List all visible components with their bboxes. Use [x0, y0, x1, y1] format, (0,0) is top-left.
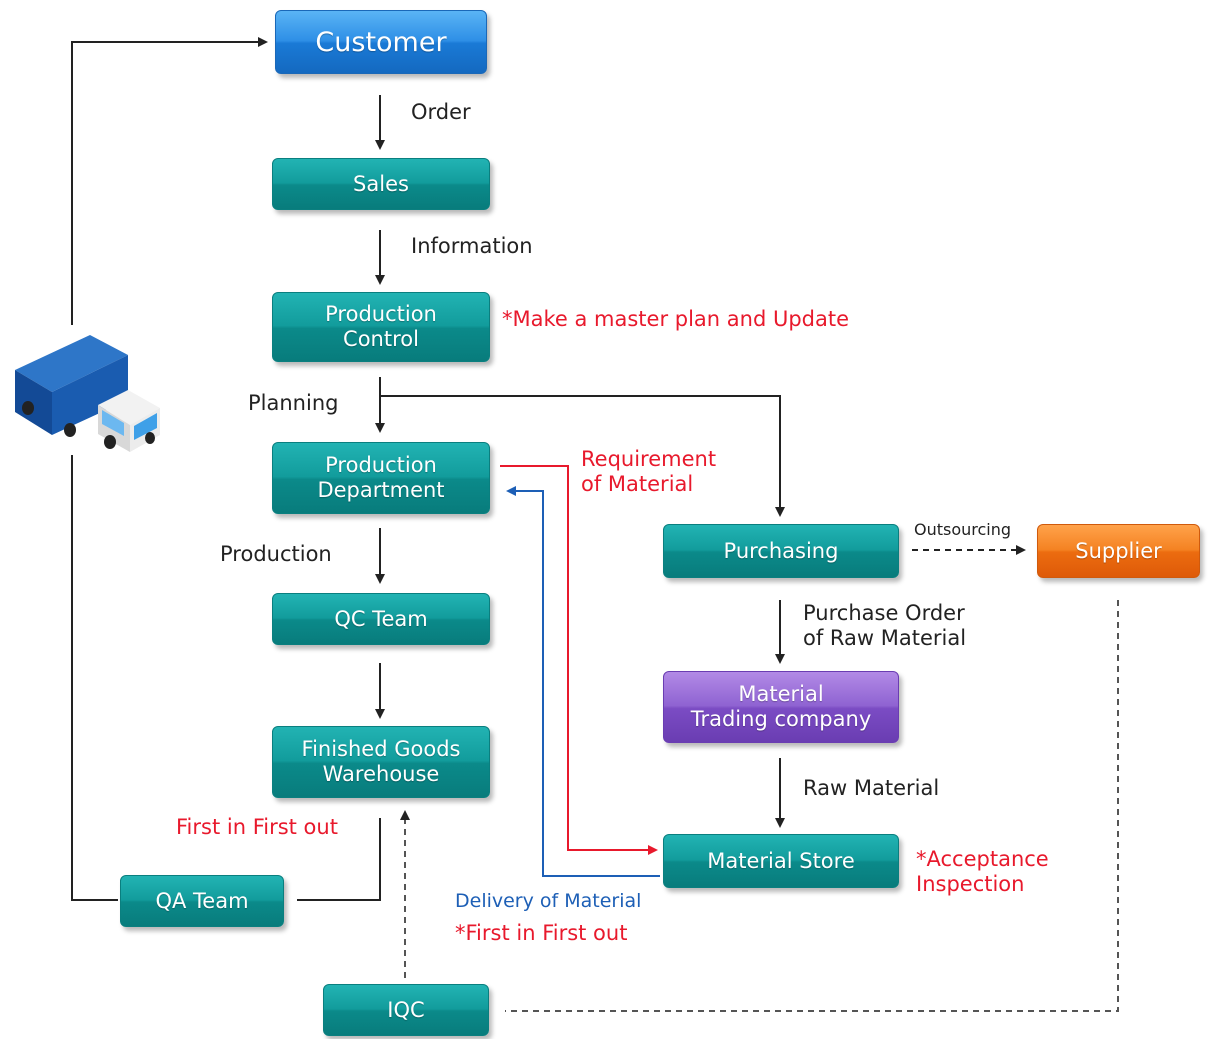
- supplier-label: Supplier: [1075, 538, 1162, 563]
- qc-team-label: QC Team: [334, 606, 428, 631]
- production-label: Production: [220, 542, 332, 566]
- acceptance-inspection-line1: *Acceptance: [916, 847, 1049, 871]
- iqc-label: IQC: [387, 997, 425, 1022]
- material-trading-company-node: Material Trading company: [663, 671, 899, 743]
- arrow-planning-to-purchasing: [380, 395, 785, 517]
- production-department-node: Production Department: [272, 442, 490, 514]
- production-department-label-line2: Department: [317, 478, 445, 502]
- qa-team-node: QA Team: [120, 875, 284, 927]
- master-plan-note: *Make a master plan and Update: [502, 307, 850, 331]
- purchasing-node: Purchasing: [663, 524, 899, 578]
- qa-team-label: QA Team: [155, 888, 249, 913]
- purchase-order-line2: of Raw Material: [803, 626, 967, 650]
- finished-goods-warehouse-label-line2: Warehouse: [322, 762, 440, 786]
- requirement-of-material-line1: Requirement: [581, 447, 717, 471]
- production-control-label-line1: Production: [325, 302, 437, 326]
- finished-goods-warehouse-label-line1: Finished Goods: [301, 737, 461, 761]
- iqc-node: IQC: [323, 984, 489, 1036]
- sales-label: Sales: [353, 171, 409, 196]
- material-trading-company-label-line1: Material: [738, 682, 824, 706]
- supplier-node: Supplier: [1037, 524, 1200, 578]
- line-warehouse-to-qa: [297, 818, 381, 901]
- truck-icon: [15, 335, 160, 452]
- material-store-node: Material Store: [663, 834, 899, 888]
- requirement-of-material-line2: of Material: [581, 472, 694, 496]
- purchasing-label: Purchasing: [723, 538, 839, 563]
- material-trading-company-label-line2: Trading company: [690, 707, 872, 731]
- production-department-label-line1: Production: [325, 453, 437, 477]
- delivery-of-material-label: Delivery of Material: [455, 890, 642, 912]
- production-control-label-line2: Control: [343, 327, 419, 351]
- material-store-label: Material Store: [707, 848, 855, 873]
- planning-label: Planning: [248, 391, 339, 415]
- arrow-delivery-of-material: [506, 486, 660, 877]
- production-control-node: Production Control: [272, 292, 490, 362]
- raw-material-label: Raw Material: [803, 776, 940, 800]
- line-qa-to-truck: [71, 455, 118, 901]
- customer-node: Customer: [275, 10, 487, 74]
- qc-team-node: QC Team: [272, 593, 490, 645]
- finished-goods-warehouse-node: Finished Goods Warehouse: [272, 726, 490, 798]
- order-label: Order: [411, 100, 471, 124]
- first-in-first-out-left: First in First out: [176, 815, 338, 839]
- acceptance-inspection-line2: Inspection: [916, 872, 1025, 896]
- customer-label: Customer: [315, 26, 447, 58]
- arrow-requirement-of-material: [500, 465, 658, 855]
- purchase-order-line1: Purchase Order: [803, 601, 965, 625]
- arrow-truck-to-customer: [71, 37, 268, 325]
- outsourcing-label: Outsourcing: [914, 520, 1012, 539]
- first-in-first-out-bottom: *First in First out: [455, 921, 628, 945]
- information-label: Information: [411, 234, 533, 258]
- sales-node: Sales: [272, 158, 490, 210]
- line-supplier-to-iqc: [505, 600, 1119, 1012]
